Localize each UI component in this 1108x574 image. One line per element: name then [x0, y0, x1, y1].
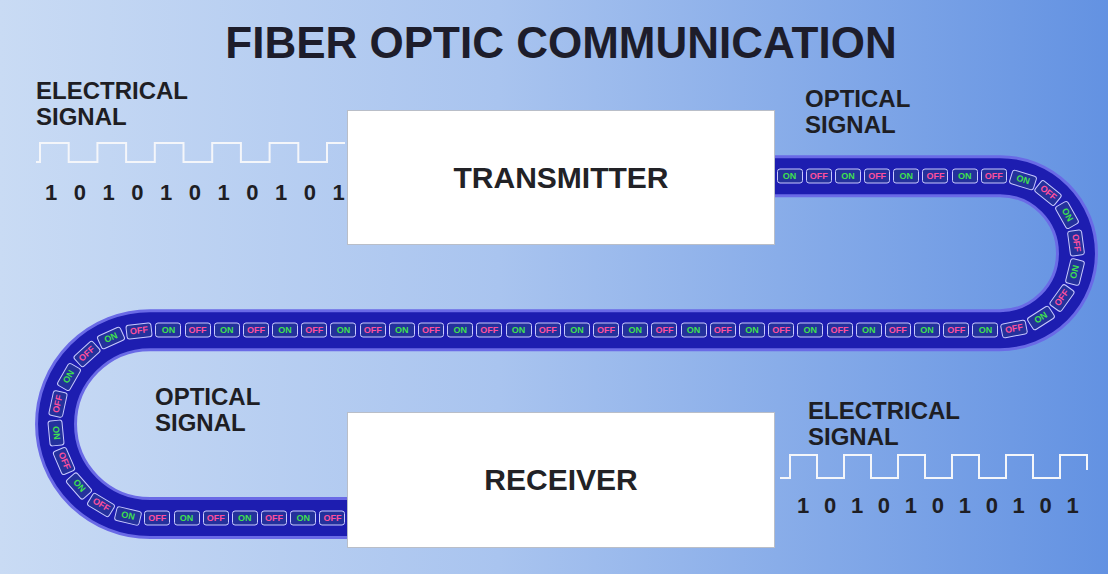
bit-chip: ON	[290, 511, 316, 526]
bit-chip: OFF	[885, 323, 911, 338]
bit-chip: ON	[174, 511, 200, 526]
bit-chip: OFF	[864, 169, 890, 184]
bit-chip: OFF	[144, 511, 170, 526]
process-box: TRANSMITTER	[347, 110, 775, 245]
bit-chip: ON	[739, 323, 765, 338]
bit-chip: ON	[564, 323, 590, 338]
signal-label: OPTICAL SIGNAL	[805, 86, 975, 139]
signal-label: ELECTRICAL SIGNAL	[808, 398, 998, 451]
bit-chip: OFF	[827, 323, 853, 338]
bit-chip: OFF	[185, 323, 211, 338]
bit-chip: ON	[114, 505, 143, 526]
bit-chip: OFF	[52, 446, 76, 476]
bit-chip: OFF	[1033, 179, 1063, 207]
box-label: RECEIVER	[484, 463, 637, 497]
bit-chip: ON	[893, 169, 919, 184]
bit-chip: OFF	[1067, 229, 1085, 257]
process-box: RECEIVER	[347, 412, 775, 548]
bit-chip: ON	[214, 323, 240, 338]
bit-chip: ON	[622, 323, 648, 338]
box-label: TRANSMITTER	[454, 161, 669, 195]
bit-chip: ON	[48, 419, 65, 446]
bit-chip: OFF	[943, 323, 969, 338]
bit-chip: ON	[1064, 257, 1085, 286]
bit-chip: OFF	[86, 491, 116, 517]
bit-chip: ON	[835, 169, 861, 184]
bit-chip: OFF	[806, 169, 832, 184]
bit-chip: OFF	[593, 323, 619, 338]
bit-chip: OFF	[360, 323, 386, 338]
bit-chip: ON	[96, 326, 126, 350]
bit-chip: OFF	[243, 323, 269, 338]
bit-chip: ON	[777, 169, 803, 184]
bit-chip: ON	[389, 323, 415, 338]
bit-chip: OFF	[768, 323, 794, 338]
bit-chip: ON	[797, 323, 823, 338]
bit-chip: OFF	[1000, 319, 1028, 339]
signal-label: OPTICAL SIGNAL	[155, 384, 325, 437]
bit-chip: OFF	[203, 511, 229, 526]
bit-chip: ON	[856, 323, 882, 338]
bit-sequence: 1 0 1 0 1 0 1 0 1 0 1	[797, 494, 1083, 518]
square-wave	[780, 455, 1087, 478]
bit-chip: ON	[914, 323, 940, 338]
bit-chip: OFF	[1049, 283, 1076, 313]
bit-chip: OFF	[48, 390, 68, 419]
bit-chip: ON	[65, 471, 93, 500]
bit-chip: OFF	[319, 511, 345, 526]
bit-chip: ON	[1008, 169, 1037, 191]
bit-chip: OFF	[125, 322, 153, 340]
bit-chip: ON	[330, 323, 356, 338]
signal-label: ELECTRICAL SIGNAL	[36, 78, 226, 131]
bit-chip: ON	[681, 323, 707, 338]
bit-chip: OFF	[261, 511, 287, 526]
bit-chip: OFF	[651, 323, 677, 338]
bit-chip: ON	[1026, 305, 1056, 332]
bit-chip: OFF	[710, 323, 736, 338]
bit-chip: ON	[506, 323, 532, 338]
bit-chip: OFF	[922, 169, 948, 184]
bit-chip: ON	[972, 323, 998, 338]
bit-chip: ON	[155, 323, 181, 338]
bit-chip: ON	[952, 169, 978, 184]
bit-sequence: 1 0 1 0 1 0 1 0 1 0 1	[45, 181, 350, 205]
bit-chip: OFF	[301, 323, 327, 338]
bit-chip: ON	[56, 362, 82, 392]
diagram-title: FIBER OPTIC COMMUNICATION	[0, 18, 1108, 68]
bit-chip: ON	[447, 323, 473, 338]
bit-chip: OFF	[476, 323, 502, 338]
square-wave	[36, 143, 345, 162]
bit-chip: OFF	[72, 340, 101, 369]
bit-chip: ON	[232, 511, 258, 526]
bit-chip: OFF	[981, 169, 1007, 184]
bit-chip: OFF	[535, 323, 561, 338]
bit-chip: ON	[272, 323, 298, 338]
bit-chip: ON	[1054, 200, 1080, 230]
bit-chip: OFF	[418, 323, 444, 338]
